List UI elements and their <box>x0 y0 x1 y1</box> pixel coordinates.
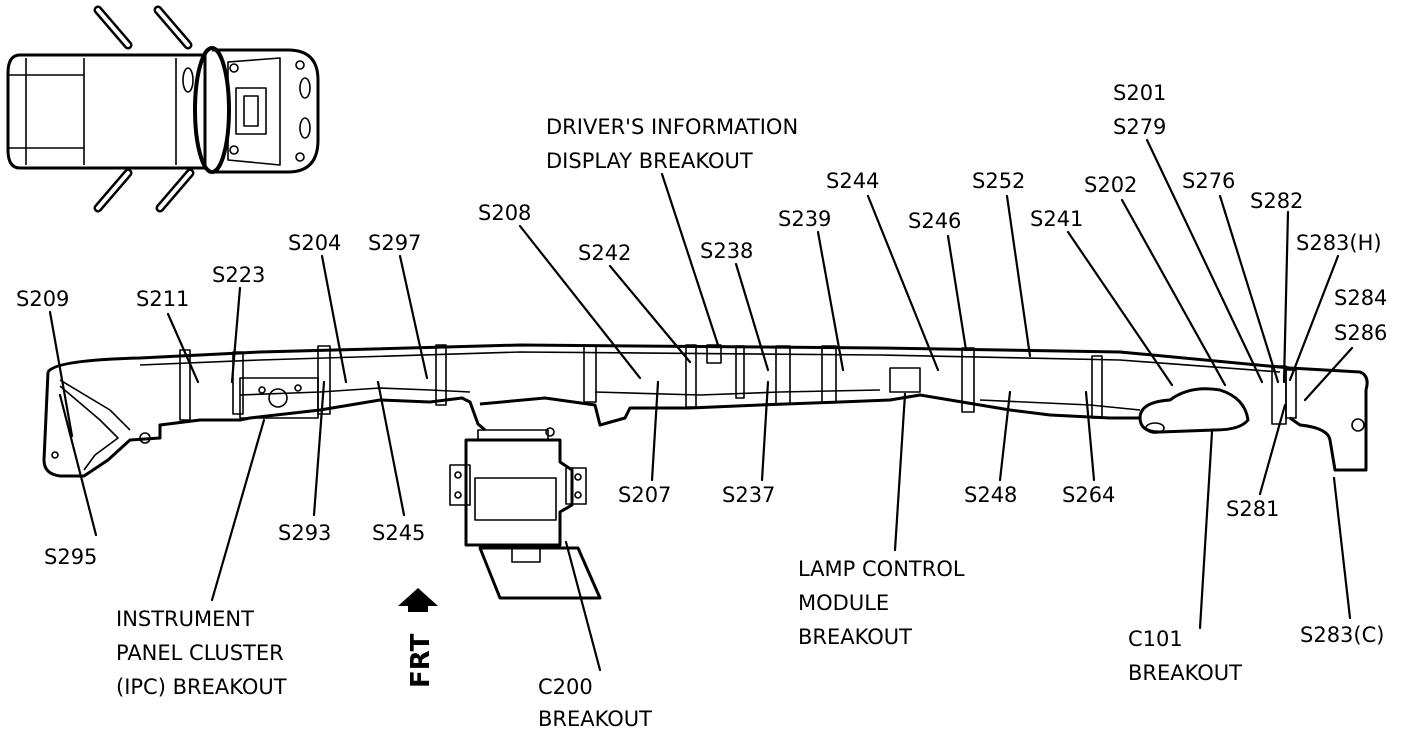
label-s223: S223 <box>212 263 265 287</box>
label-s282: S282 <box>1250 189 1303 213</box>
label-c200-line2: BREAKOUT <box>538 707 652 731</box>
label-s295: S295 <box>44 545 97 569</box>
front-arrow-label: FRT <box>406 633 436 688</box>
label-c101-line1: C101 <box>1128 627 1183 651</box>
label-s238: S238 <box>700 239 753 263</box>
label-s281: S281 <box>1226 497 1279 521</box>
label-s252: S252 <box>972 169 1025 193</box>
label-s202: S202 <box>1084 173 1137 197</box>
label-dic-line2: DISPLAY BREAKOUT <box>546 149 753 173</box>
label-s293: S293 <box>278 521 331 545</box>
label-s297: S297 <box>368 231 421 255</box>
label-s244: S244 <box>826 169 879 193</box>
label-s242: S242 <box>578 241 631 265</box>
label-s208: S208 <box>478 201 531 225</box>
label-dic-line1: DRIVER'S INFORMATION <box>546 115 798 139</box>
label-s264: S264 <box>1062 483 1115 507</box>
label-s204: S204 <box>288 231 341 255</box>
label-s237: S237 <box>722 483 775 507</box>
label-s246: S246 <box>908 209 961 233</box>
label-s248: S248 <box>964 483 1017 507</box>
label-s279: S279 <box>1113 115 1166 139</box>
label-s276: S276 <box>1182 169 1235 193</box>
label-ipc-line3: (IPC) BREAKOUT <box>116 675 287 699</box>
label-lamp-line2: MODULE <box>798 591 889 615</box>
label-s239: S239 <box>778 207 831 231</box>
label-s286: S286 <box>1334 321 1387 345</box>
callout-labels: S201 S279 S202 S276 S282 S283(H) S284 S2… <box>16 81 1387 731</box>
label-s283h: S283(H) <box>1296 231 1382 255</box>
label-s283c: S283(C) <box>1300 623 1384 647</box>
instrument-panel-harness <box>42 343 1369 600</box>
leader-lines <box>48 138 1354 672</box>
label-s284: S284 <box>1334 286 1387 310</box>
label-c200-line1: C200 <box>538 675 593 699</box>
label-ipc-line1: INSTRUMENT <box>116 607 254 631</box>
label-s209: S209 <box>16 287 69 311</box>
label-s201: S201 <box>1113 81 1166 105</box>
label-s241: S241 <box>1030 207 1083 231</box>
label-lamp-line1: LAMP CONTROL <box>798 557 965 581</box>
label-c101-line2: BREAKOUT <box>1128 661 1242 685</box>
front-direction-arrow: FRT <box>398 588 438 688</box>
label-s245: S245 <box>372 521 425 545</box>
label-lamp-line3: BREAKOUT <box>798 625 912 649</box>
label-s207: S207 <box>618 483 671 507</box>
label-ipc-line2: PANEL CLUSTER <box>116 641 284 665</box>
vehicle-locator-icon <box>6 5 320 213</box>
label-s211: S211 <box>136 287 189 311</box>
